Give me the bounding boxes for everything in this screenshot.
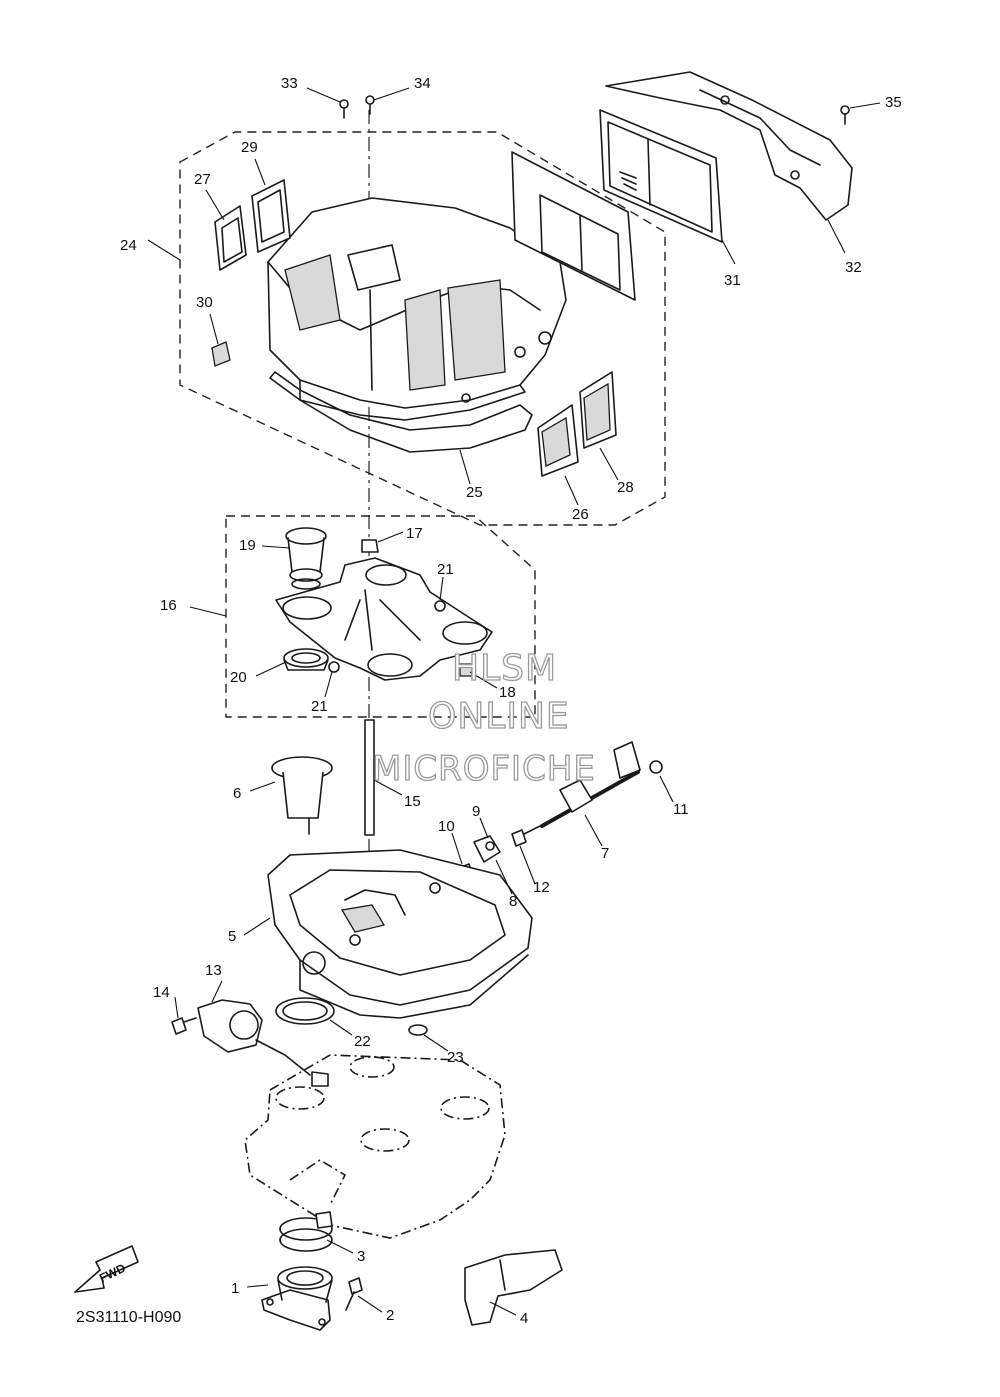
callout-10: 10 [438, 818, 455, 835]
callout-20: 20 [230, 669, 247, 686]
bolt-14 [171, 1017, 197, 1035]
callout-25: 25 [466, 484, 483, 501]
airbox-cover [267, 197, 567, 421]
callout-2: 2 [386, 1307, 394, 1324]
intake-sensor-13 [197, 999, 329, 1087]
intake-flap-27 [214, 205, 247, 271]
velocity-stack-20 [283, 648, 329, 671]
watermark-line-3: MICROFICHE [372, 749, 596, 789]
airbox-seal [269, 371, 533, 453]
callout-labels: 1 2 3 4 5 6 7 8 9 10 11 12 13 14 15 16 1… [120, 75, 902, 1327]
callout-31: 31 [724, 272, 741, 289]
callout-15: 15 [404, 793, 421, 810]
screw-33 [339, 99, 349, 119]
airbox-assembly-frame [179, 131, 666, 526]
callout-30: 30 [196, 294, 213, 311]
funnel-6 [271, 756, 333, 835]
callout-22: 22 [354, 1033, 371, 1050]
grommet-17 [361, 539, 379, 553]
duct-insert-28 [579, 371, 617, 449]
callout-6: 6 [233, 785, 241, 802]
callout-21-lower: 21 [311, 698, 328, 715]
diagram-code: 2S31110-H090 [76, 1309, 181, 1326]
rod-15 [364, 719, 375, 836]
callout-3: 3 [357, 1248, 365, 1265]
grommet-21-b [328, 661, 340, 673]
o-ring-22-inner [282, 1001, 328, 1021]
callout-24: 24 [120, 237, 137, 254]
throttle-shaft [540, 741, 663, 828]
clip-30 [211, 341, 231, 367]
grommet-21-a [434, 600, 446, 612]
bolt-2 [345, 1277, 363, 1311]
callout-1: 1 [231, 1280, 239, 1297]
clamp-3 [279, 1211, 333, 1252]
callout-35: 35 [885, 94, 902, 111]
callout-23: 23 [447, 1049, 464, 1066]
watermark-line-1: HLSM [452, 648, 557, 689]
callout-8: 8 [509, 893, 517, 910]
callout-7: 7 [601, 845, 609, 862]
callout-16: 16 [160, 597, 177, 614]
callout-28: 28 [617, 479, 634, 496]
screw-34 [365, 95, 375, 115]
callout-27: 27 [194, 171, 211, 188]
lower-airbox [267, 849, 533, 1019]
callout-26: 26 [572, 506, 589, 523]
callout-29: 29 [241, 139, 258, 156]
callout-34: 34 [414, 75, 431, 92]
callout-4: 4 [520, 1310, 528, 1327]
callout-17: 17 [406, 525, 423, 542]
callout-21-upper: 21 [437, 561, 454, 578]
screw-35 [840, 105, 850, 125]
filter-screen [511, 151, 636, 301]
intake-plate [275, 557, 493, 681]
duct-insert-26 [537, 404, 579, 477]
plug-23 [408, 1024, 428, 1036]
cover-4 [464, 1249, 563, 1326]
o-ring-22 [275, 997, 335, 1025]
callout-5: 5 [228, 928, 236, 945]
callout-32: 32 [845, 259, 862, 276]
callout-14: 14 [153, 984, 170, 1001]
callout-11: 11 [673, 801, 689, 818]
callout-13: 13 [205, 962, 222, 979]
engine-head-phantom [244, 1054, 506, 1239]
bolt-12 [511, 825, 541, 847]
callout-19: 19 [239, 537, 256, 554]
washer-9 [485, 841, 495, 851]
airbox-side-cover [605, 71, 853, 221]
intake-joint-1 [261, 1266, 333, 1331]
callout-12: 12 [533, 879, 550, 896]
callout-18: 18 [499, 684, 516, 701]
intake-flap-29 [251, 179, 291, 253]
callout-9: 9 [472, 803, 480, 820]
forward-direction-arrow: FWD [74, 1245, 139, 1293]
leader-lines [147, 87, 881, 1316]
air-filter-element [599, 109, 723, 243]
velocity-stack-19 [285, 527, 327, 590]
watermark: HLSM ONLINE MICROFICHE [371, 647, 596, 789]
callout-33: 33 [281, 75, 298, 92]
watermark-line-2: ONLINE [428, 696, 570, 737]
clip-18 [459, 663, 473, 677]
